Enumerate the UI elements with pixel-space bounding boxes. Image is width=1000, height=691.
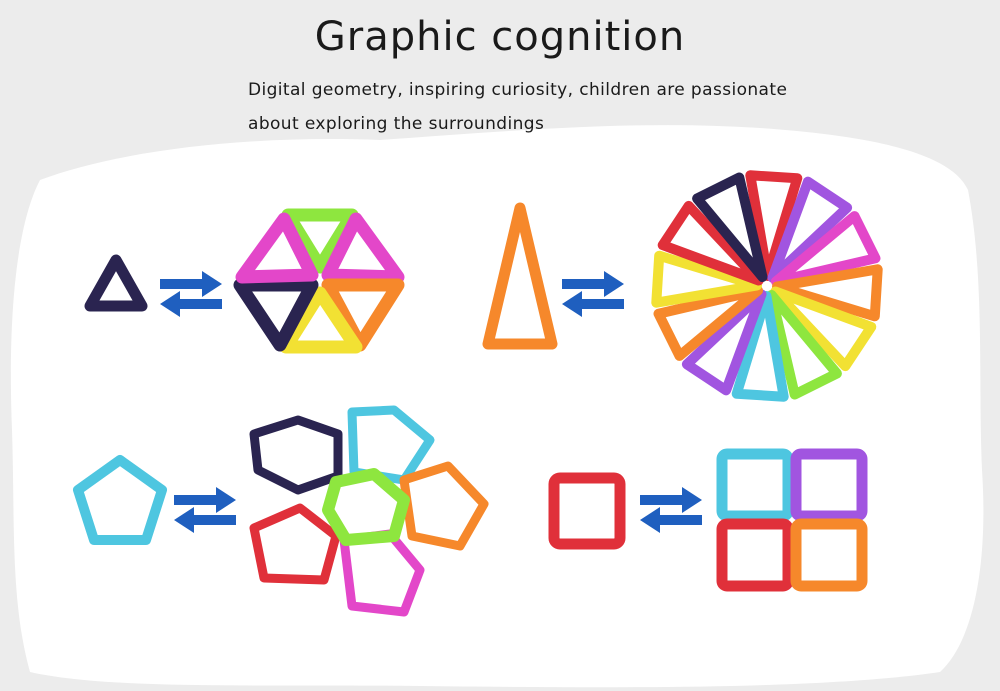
fan-triangle-5 bbox=[770, 286, 877, 372]
orange-tall-triangle-icon bbox=[482, 202, 558, 350]
navy-triangle-icon bbox=[84, 254, 148, 312]
fan-triangle-8 bbox=[681, 289, 767, 396]
red-square-icon bbox=[548, 472, 626, 550]
fan-triangle-12 bbox=[692, 172, 768, 282]
square-grid-icon bbox=[716, 448, 868, 592]
subtitle-line-2: about exploring the surroundings bbox=[248, 114, 545, 134]
fan-triangle-6 bbox=[766, 290, 842, 400]
fan-triangle-2 bbox=[767, 176, 853, 283]
fan-triangle-11 bbox=[657, 200, 764, 286]
triangle-fan-icon bbox=[651, 170, 883, 402]
fan-triangle-1 bbox=[745, 170, 803, 281]
fan-triangle-4 bbox=[772, 264, 883, 322]
exchange-arrows-icon bbox=[174, 487, 236, 533]
fan-triangle-10 bbox=[651, 250, 762, 308]
fan-triangle-3 bbox=[771, 211, 881, 287]
page-title: Graphic cognition bbox=[314, 14, 686, 60]
exchange-arrows-icon bbox=[640, 487, 702, 533]
cyan-pentagon-icon bbox=[73, 455, 167, 545]
exchange-arrows-icon bbox=[562, 271, 624, 317]
fan-triangle-7 bbox=[731, 291, 789, 402]
triangle-hexagon-icon bbox=[233, 208, 405, 354]
fan-triangle-9 bbox=[653, 285, 763, 361]
subtitle-line-1: Digital geometry, inspiring curiosity, c… bbox=[248, 80, 788, 100]
exchange-arrows-icon bbox=[160, 271, 222, 317]
pentagon-flower-icon bbox=[249, 405, 489, 617]
